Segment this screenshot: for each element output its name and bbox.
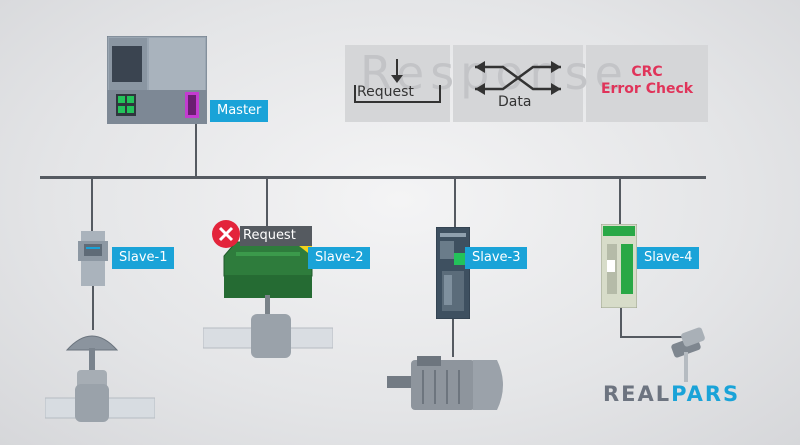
logo-part-1: REAL bbox=[603, 382, 672, 406]
slave-2-valve-body-icon bbox=[203, 314, 333, 358]
temperature-sensor-icon bbox=[671, 327, 705, 382]
legend-data-cell bbox=[453, 45, 583, 122]
legend-data-label: Data bbox=[498, 94, 532, 110]
crc-line-2: Error Check bbox=[600, 81, 694, 97]
legend-crc-cell bbox=[586, 45, 708, 122]
legend-watermark: Response bbox=[360, 46, 629, 100]
logo-part-2: PARS bbox=[671, 382, 741, 406]
master-label: Master bbox=[210, 100, 269, 122]
slave-1-label: Slave-1 bbox=[112, 247, 175, 269]
legend-crc-label: CRC Error Check bbox=[586, 64, 708, 98]
slave-2-drop-wire bbox=[266, 178, 268, 226]
slave-1-valve-wire bbox=[92, 286, 94, 330]
legend-request-label: Request bbox=[357, 84, 414, 100]
slave-3-label: Slave-3 bbox=[465, 247, 528, 269]
slave-4-transmitter-icon[interactable] bbox=[601, 224, 637, 308]
slave-4-right-wire bbox=[620, 336, 690, 338]
slave-4-label: Slave-4 bbox=[637, 247, 700, 269]
request-arrow-icon bbox=[354, 59, 441, 103]
crc-line-1: CRC bbox=[631, 64, 663, 80]
control-valve-icon bbox=[45, 335, 155, 422]
bus-line bbox=[40, 176, 706, 179]
realpars-logo: REALPARS bbox=[603, 382, 740, 406]
master-plc-icon[interactable] bbox=[107, 36, 207, 124]
slave-2-label: Slave-2 bbox=[308, 247, 371, 269]
slave-2-actuator-icon[interactable] bbox=[222, 238, 314, 302]
slave-1-device-icon[interactable] bbox=[78, 231, 108, 286]
slave-2-stem bbox=[265, 295, 270, 319]
error-request-bar: Request bbox=[240, 226, 312, 246]
slave-4-drop-wire bbox=[619, 178, 621, 226]
slave-1-drop-wire bbox=[91, 178, 93, 233]
slave-3-drive-icon[interactable] bbox=[436, 227, 470, 319]
slave-3-drop-wire bbox=[454, 178, 456, 228]
data-exchange-icon bbox=[475, 61, 561, 95]
error-x-icon bbox=[212, 220, 240, 248]
slave-4-down-wire bbox=[620, 308, 622, 338]
motor-icon bbox=[387, 356, 503, 410]
legend-request-cell bbox=[345, 45, 450, 122]
master-drop-wire bbox=[195, 123, 197, 177]
slave-3-motor-wire bbox=[452, 319, 454, 357]
